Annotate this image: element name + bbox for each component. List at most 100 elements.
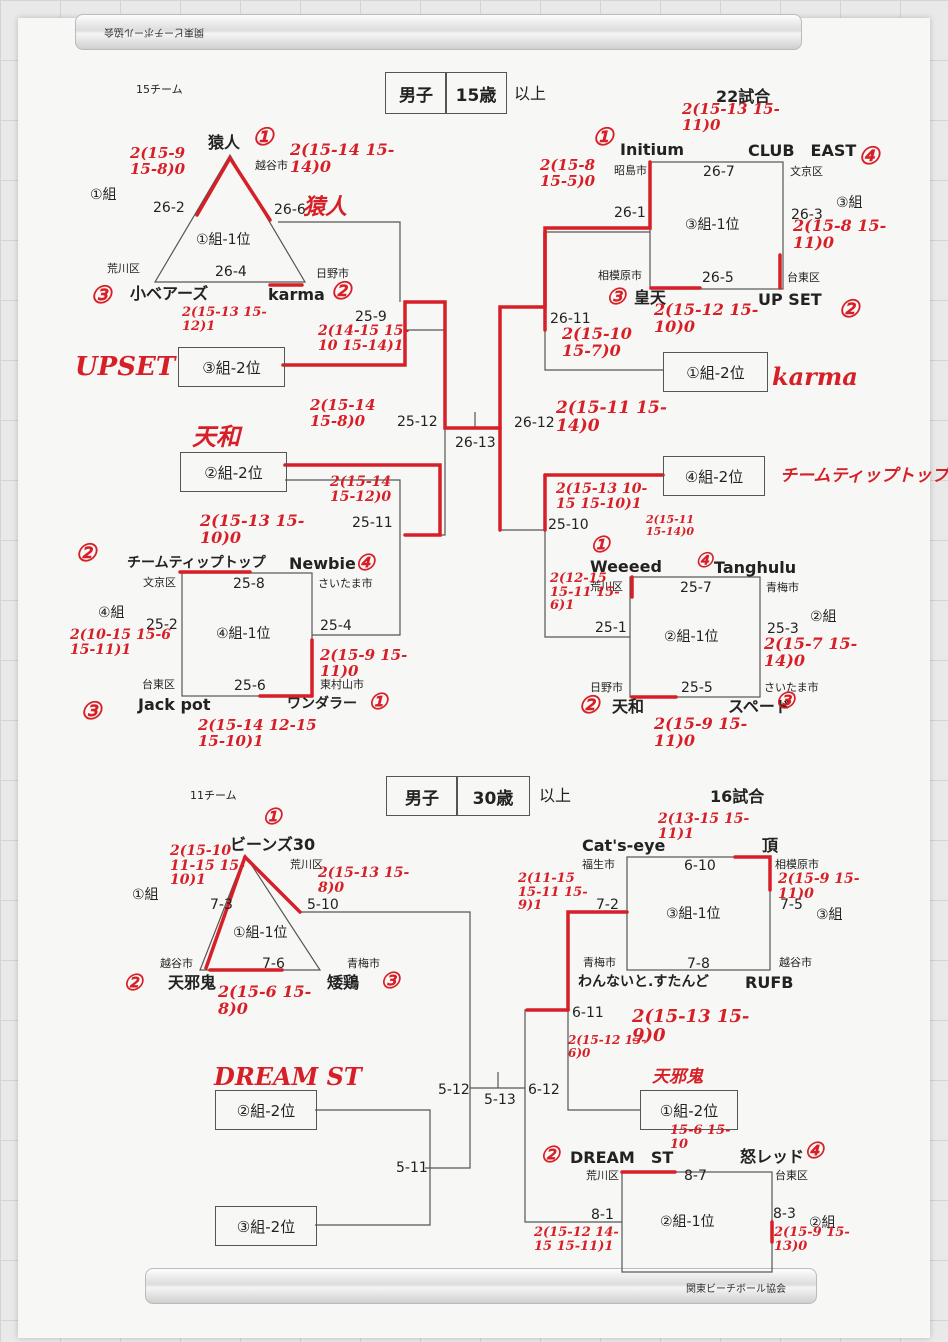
hand-score-h: 2(15-10 15-7)0 bbox=[562, 324, 632, 360]
sec30-grp2-label: ②組 bbox=[809, 1215, 836, 1231]
sec15-grp1-left-city: 荒川区 bbox=[107, 262, 140, 275]
hand-score-r: 2(15-7 15-14)0 bbox=[764, 634, 858, 670]
sec30-m-5-11: 5-11 bbox=[396, 1160, 428, 1176]
sec15-team-count: 15チーム bbox=[136, 83, 183, 96]
sec30-grp1-center: ①組-1位 bbox=[233, 925, 288, 941]
sec30-m-5-13: 5-13 bbox=[484, 1092, 516, 1108]
sec30-grp3-tl-team: Cat's-eye bbox=[582, 836, 666, 855]
hand-score-f: 2(14-15 15-10 15-14)1 bbox=[318, 323, 410, 354]
hand-score-t: 2(15-9 15-11)0 bbox=[654, 714, 748, 750]
sec30-grp1-m3: 7-6 bbox=[262, 956, 285, 972]
hand-score-y: 2(11-15 15-11 15-9)1 bbox=[518, 871, 588, 914]
sec30-grp1-left-team: 天邪鬼 bbox=[168, 973, 217, 992]
hand-circle-1-sarujin: ① bbox=[252, 122, 274, 151]
sec30-grp3-tr-city: 相模原市 bbox=[775, 858, 819, 871]
hand-score-g: 2(15-12 15-10)0 bbox=[654, 300, 759, 336]
sec15-grp2-m2: 25-1 bbox=[595, 620, 627, 636]
hand-circle-3-chabo: ③ bbox=[380, 968, 400, 994]
sec15-age: 15歳 bbox=[445, 72, 507, 114]
sec15-grp2-br-team: スペード bbox=[728, 697, 791, 716]
sec15-m-25-10: 25-10 bbox=[548, 517, 589, 533]
sec15-grp3-m3: 26-3 bbox=[791, 207, 823, 223]
sec15-grp4-tl-team: チームティップトップ bbox=[127, 555, 266, 571]
hand-circle-1-wanderer: ① bbox=[368, 689, 388, 715]
hand-circle-1-weeeed: ① bbox=[590, 532, 610, 558]
sec15-box-4-2: ④組-2位 bbox=[663, 456, 765, 496]
hand-score-a: 2(15-9 15-8)0 bbox=[130, 144, 186, 178]
sec30-grp1-left-city: 越谷市 bbox=[160, 957, 193, 970]
sec30-grp2-tr-team: 怒レッド bbox=[740, 1147, 805, 1166]
hand-score-ac: 15-6 15-10 bbox=[670, 1123, 731, 1152]
hand-circle-2-karma: ② bbox=[330, 276, 352, 305]
sec30-grp2-m1: 8-7 bbox=[684, 1168, 707, 1184]
sec15-grp4-m3: 25-4 bbox=[320, 618, 352, 634]
sec15-grp3-tl-city: 昭島市 bbox=[614, 164, 647, 177]
sec15-ijo: 以上 bbox=[514, 84, 547, 103]
sec30-box-3-2: ③組-2位 bbox=[215, 1206, 317, 1246]
sec30-grp1-m2: 5-10 bbox=[307, 897, 339, 913]
sec30-grp2-tl-team: DREAM ST bbox=[570, 1148, 674, 1167]
hand-score-k: 2(15-14 15-12)0 bbox=[330, 474, 392, 505]
hand-score-m: 2(15-13 15-10)0 bbox=[200, 511, 305, 547]
hand-circle-1-initium: ① bbox=[592, 122, 614, 151]
sec15-m-25-11: 25-11 bbox=[352, 515, 393, 531]
hand-score-e: 2(15-13 15-12)1 bbox=[182, 305, 267, 334]
bottom-hanging-bar: 関東ビーチボール協会 bbox=[145, 1268, 817, 1304]
hand-score-q: 2(12-15 15-11 15-6)1 bbox=[550, 571, 620, 614]
sec30-grp1-top-city: 荒川区 bbox=[290, 858, 323, 871]
sec15-m-25-12: 25-12 bbox=[397, 414, 438, 430]
sec30-grp3-tl-city: 福生市 bbox=[582, 858, 615, 871]
hand-score-n: 2(15-11 15-14)0 bbox=[556, 398, 667, 436]
sec15-grp4-m1: 25-8 bbox=[233, 576, 265, 592]
sec30-grp1-right-city: 青梅市 bbox=[347, 957, 380, 970]
sec15-grp3-tl-team: Initium bbox=[620, 140, 685, 159]
hand-sarujin: 猿人 bbox=[303, 194, 348, 220]
sec15-grp1-left-team: 小ベアーズ bbox=[130, 284, 209, 303]
sec15-gender: 男子 bbox=[385, 72, 447, 114]
sec30-m-6-11: 6-11 bbox=[572, 1005, 604, 1021]
sec15-grp3-tr-team: CLUB EAST bbox=[748, 141, 857, 160]
sec15-grp2-bl-city: 日野市 bbox=[590, 681, 623, 694]
sec30-m-5-12: 5-12 bbox=[438, 1082, 470, 1098]
sec30-grp3-m1: 6-10 bbox=[684, 858, 716, 874]
hand-dream-st: DREAM ST bbox=[214, 1062, 362, 1091]
sec15-grp3-br-city: 台東区 bbox=[787, 271, 820, 284]
sec15-grp4-br-team: ワンダラー bbox=[287, 696, 357, 712]
sec30-ijo: 以上 bbox=[539, 786, 572, 805]
hand-score-i: 2(15-14 15-8)0 bbox=[310, 396, 376, 430]
sec15-grp3-bl-city: 相模原市 bbox=[598, 269, 642, 282]
hand-circle-2-amanojaku: ② bbox=[123, 970, 143, 996]
hand-score-aa: 2(15-13 15-9)0 bbox=[632, 1006, 750, 1046]
sec15-grp1-m2: 26-6 bbox=[274, 202, 306, 218]
hand-score-s: 2(15-14 12-15 15-10)1 bbox=[198, 716, 317, 750]
hand-amanojaku: 天邪鬼 bbox=[652, 1067, 703, 1087]
hand-score-b: 2(15-14 15-14)0 bbox=[290, 140, 395, 176]
sec15-grp2-tl-team: Weeeed bbox=[590, 557, 662, 576]
hand-score-j: 2(15-13 15-11)0 bbox=[682, 100, 780, 134]
sec15-box-3-2: ③組-2位 bbox=[178, 347, 285, 387]
sec15-grp4-br-city: 東村山市 bbox=[320, 678, 364, 691]
sec15-games: 22試合 bbox=[716, 87, 771, 106]
sec30-box-2-2: ②組-2位 bbox=[215, 1090, 317, 1130]
sec15-grp4-bl-team: Jack pot bbox=[138, 695, 211, 714]
sec15-m-26-13: 26-13 bbox=[455, 435, 496, 451]
hand-score-ad: 2(15-9 15-13)0 bbox=[774, 1225, 850, 1254]
sec15-box-1-2: ①組-2位 bbox=[663, 352, 768, 392]
sec30-grp1-top-team: ビーンズ30 bbox=[230, 835, 316, 854]
sec15-grp4-tl-city: 文京区 bbox=[143, 576, 176, 589]
sec30-grp3-br-team: RUFB bbox=[745, 973, 794, 992]
hand-circle-4-newbie: ④ bbox=[355, 550, 375, 576]
hand-circle-4-clubeast: ④ bbox=[858, 141, 880, 170]
hand-score-ag: 2(15-11 15-14)0 bbox=[646, 513, 695, 538]
sec15-grp2-bl-team: 天和 bbox=[612, 697, 645, 716]
sec30-grp3-m4: 7-8 bbox=[687, 956, 710, 972]
sec30-grp3-center: ③組-1位 bbox=[666, 906, 721, 922]
sec15-grp3-m1: 26-7 bbox=[703, 164, 735, 180]
sec15-grp3-m4: 26-5 bbox=[702, 270, 734, 286]
hand-score-l: 2(15-13 10-15 15-10)1 bbox=[556, 481, 648, 512]
sec15-m-25-9: 25-9 bbox=[355, 309, 387, 325]
sec15-grp2-m3: 25-3 bbox=[767, 621, 799, 637]
sec30-grp1-right-team: 矮鶏 bbox=[327, 973, 360, 992]
sec30-grp3-m2: 7-2 bbox=[596, 897, 619, 913]
